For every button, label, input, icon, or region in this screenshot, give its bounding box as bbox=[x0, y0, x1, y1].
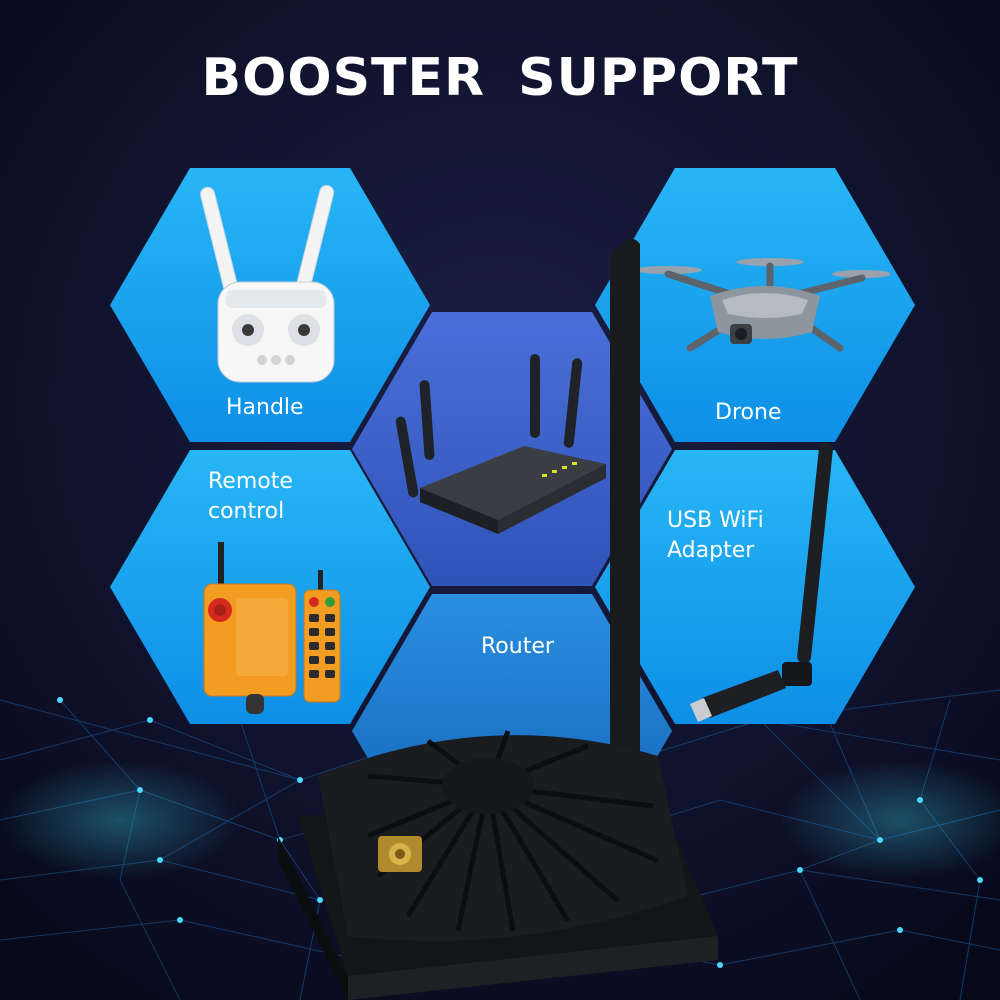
hexagon-router bbox=[352, 312, 672, 586]
rc-transmitter-icon bbox=[200, 184, 335, 383]
page-title: BOOSTER SUPPORT bbox=[201, 48, 799, 108]
router-label: Router bbox=[481, 634, 554, 659]
hexagon-usb-wifi-adapter bbox=[595, 450, 915, 724]
drone-icon bbox=[634, 258, 890, 352]
router-icon bbox=[395, 354, 606, 534]
usb-wifi-adapter-icon bbox=[690, 442, 833, 722]
usb-wifi-adapter-label: USB WiFi Adapter bbox=[667, 508, 764, 563]
wifi-booster-icon bbox=[278, 238, 718, 1000]
remote-control-label: Remote control bbox=[208, 469, 293, 524]
drone-label: Drone bbox=[715, 400, 782, 425]
crane-remote-icon bbox=[203, 542, 341, 714]
handle-label: Handle bbox=[226, 395, 304, 420]
